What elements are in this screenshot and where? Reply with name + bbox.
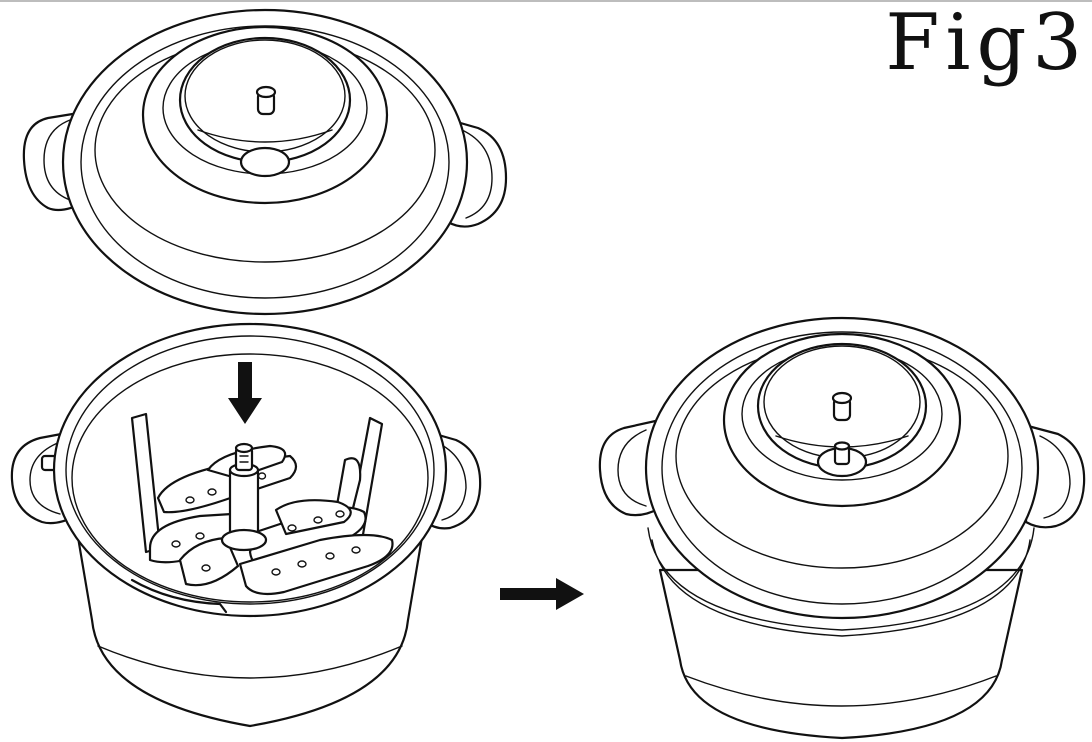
- down-arrow: [228, 362, 262, 424]
- bowl-with-blades: [10, 322, 482, 728]
- lid-detached: [22, 8, 508, 316]
- top-rule: [0, 0, 1092, 2]
- figure-label: Fig3: [885, 0, 1088, 88]
- assembled-left-handle: [598, 418, 662, 517]
- assembled-chopper: [598, 316, 1086, 740]
- right-arrow: [500, 578, 584, 610]
- blade-lower: [238, 533, 394, 596]
- lid-coupling: [239, 146, 291, 178]
- blade-assembly: [130, 412, 394, 614]
- assembled-right-handle: [1024, 424, 1086, 529]
